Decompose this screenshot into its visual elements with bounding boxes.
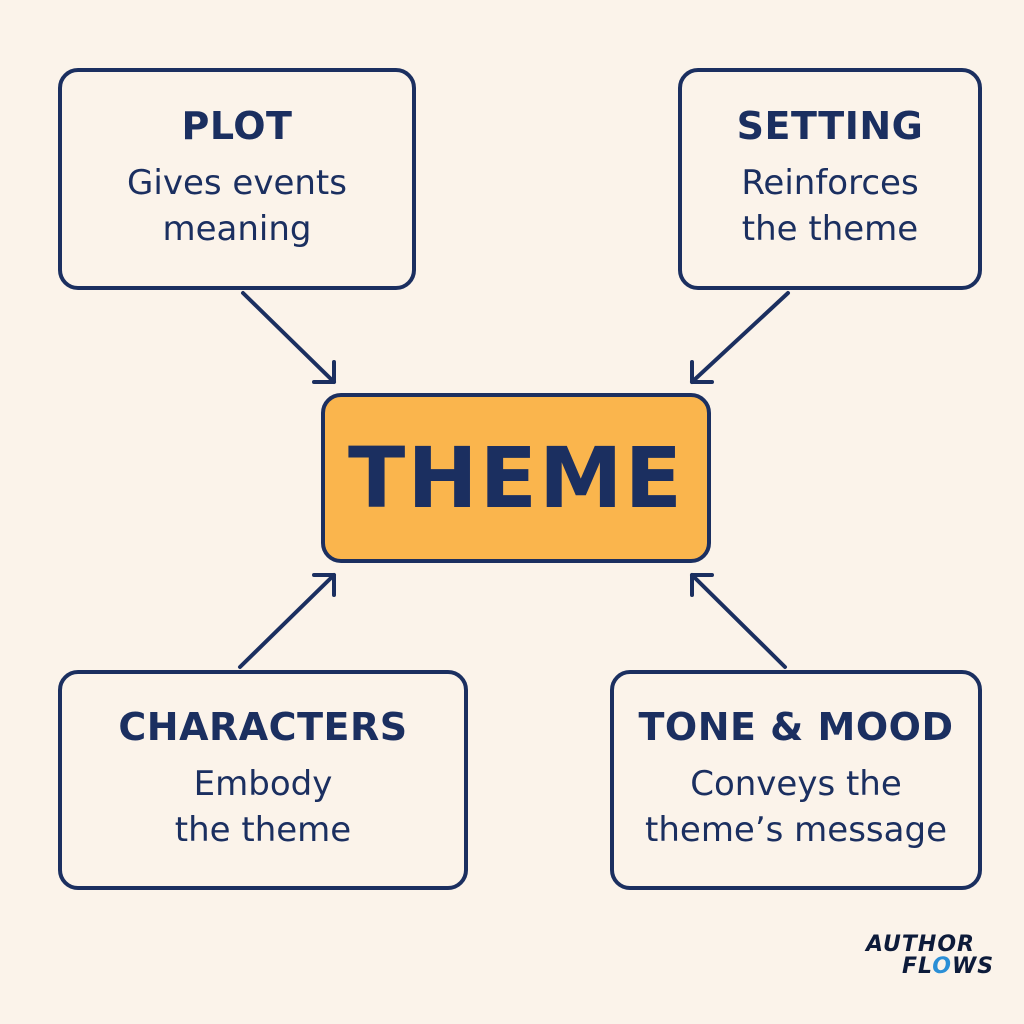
plot-description: Gives events meaning (127, 162, 347, 249)
author-flows-logo: AUTHOR FLOWS (866, 932, 993, 979)
tone-mood-title: TONE & MOOD (638, 705, 954, 750)
plot-box: PLOT Gives events meaning (58, 68, 416, 290)
characters-title: CHARACTERS (118, 705, 408, 750)
theme-box: THEME (321, 393, 711, 563)
plot-title: PLOT (181, 104, 293, 149)
logo-text-accent-o: O (932, 954, 952, 979)
tone-mood-description: Conveys the theme’s message (645, 763, 947, 850)
arrow-tone-to-theme (690, 573, 787, 669)
logo-text-auth: AUTH (866, 932, 938, 957)
arrow-characters-to-theme (238, 573, 336, 669)
setting-description: Reinforces the theme (741, 162, 919, 249)
logo-text-or: OR (937, 932, 975, 957)
characters-box: CHARACTERS Embody the theme (58, 670, 468, 890)
logo-text-fl: FL (902, 954, 933, 979)
theme-label: THEME (348, 429, 684, 527)
tone-mood-box: TONE & MOOD Conveys the theme’s message (610, 670, 982, 890)
setting-title: SETTING (736, 104, 924, 149)
characters-description: Embody the theme (174, 763, 352, 850)
arrow-setting-to-theme (690, 291, 790, 384)
logo-text-ws: WS (951, 954, 995, 979)
setting-box: SETTING Reinforces the theme (678, 68, 982, 290)
arrow-plot-to-theme (241, 291, 336, 384)
